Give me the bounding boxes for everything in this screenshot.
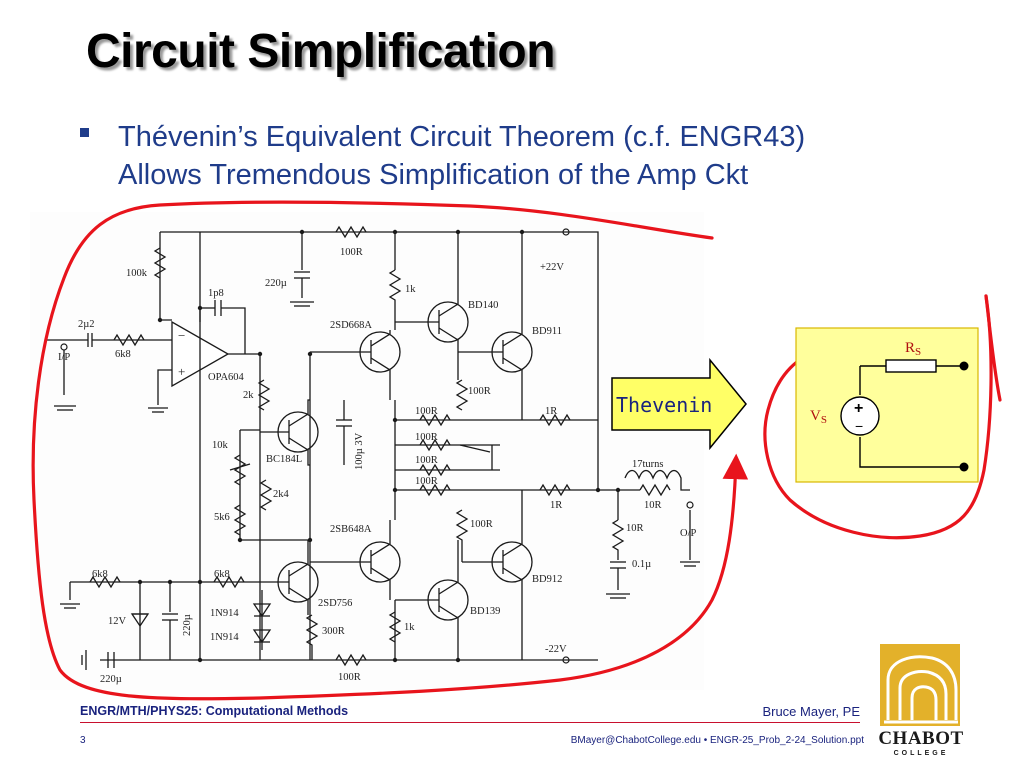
- label-bd139: BD139: [470, 606, 500, 617]
- label-2u2: 2µ2: [78, 319, 95, 330]
- label-6k8-in: 6k8: [115, 349, 131, 360]
- label-2sb648a: 2SB648A: [330, 524, 372, 535]
- label-300r: 300R: [322, 626, 345, 637]
- terminal-a: [959, 361, 969, 371]
- label-vplus: +22V: [540, 262, 564, 273]
- label-100r-low: 100R: [470, 519, 493, 530]
- logo-subtitle: COLLEGE: [893, 750, 949, 757]
- thevenin-tail: [984, 294, 1002, 402]
- label-vminus: -22V: [545, 644, 567, 655]
- amp-circuit-outline: [31, 200, 749, 701]
- logo-wordmark: CHABOT: [878, 728, 964, 749]
- label-100r-d: 100R: [415, 476, 438, 487]
- label-100r-b: 100R: [415, 432, 438, 443]
- label-100u: 100µ 3V: [354, 432, 365, 470]
- label-100r-bottom: 100R: [338, 672, 361, 683]
- amplifier-schematic: 100k 220µ 100R +22V 1k BD140 1p8 2SD668A…: [30, 212, 704, 690]
- label-opa604: OPA604: [208, 372, 245, 383]
- slide-title: Circuit Simplification: [86, 25, 556, 78]
- label-01u: 0.1µ: [632, 559, 651, 570]
- label-2k: 2k: [243, 390, 254, 401]
- footer-course: ENGR/MTH/PHYS25: Computational Methods: [80, 704, 349, 718]
- thevenin-equivalent-circuit: RS VS + −: [795, 327, 979, 483]
- footer-file: BMayer@ChabotCollege.edu • ENGR-25_Prob_…: [570, 735, 864, 746]
- bullet-line-2: Allows Tremendous Simplification of the …: [118, 159, 749, 191]
- square-bullet-icon: [80, 128, 89, 137]
- label-100r-top: 100R: [340, 247, 363, 258]
- label-2k4: 2k4: [273, 489, 290, 500]
- vs-label: VS: [810, 408, 827, 426]
- label-op: O/P: [680, 528, 697, 539]
- terminal-b: [959, 462, 969, 472]
- label-1n914-b: 1N914: [210, 632, 239, 643]
- vs-minus-label: −: [855, 418, 863, 434]
- label-2sd756: 2SD756: [318, 598, 352, 609]
- label-5k6: 5k6: [214, 512, 230, 523]
- opamp-plus-label: +: [178, 364, 185, 379]
- label-2sd668a: 2SD668A: [330, 320, 372, 331]
- opamp-minus-label: −: [178, 328, 185, 343]
- label-10r: 10R: [626, 523, 644, 534]
- red-annotation: [31, 200, 1002, 701]
- label-100r-mid: 100R: [468, 386, 491, 397]
- page-number: 3: [80, 735, 86, 746]
- label-bd140: BD140: [468, 300, 498, 311]
- thevenin-arrow: Thevenin: [611, 357, 747, 451]
- label-100r-a: 100R: [415, 406, 438, 417]
- label-6k8-b: 6k8: [214, 569, 230, 580]
- label-bc184l: BC184L: [266, 454, 302, 465]
- footer-author: Bruce Mayer, PE: [762, 704, 860, 719]
- label-17turns: 17turns: [632, 459, 664, 470]
- rs-label: RS: [905, 340, 921, 358]
- label-220u-mid: 220µ: [182, 614, 193, 636]
- label-1k-top: 1k: [405, 284, 416, 295]
- label-6k8-a: 6k8: [92, 569, 108, 580]
- thevenin-arrow-label: Thevenin: [616, 393, 712, 417]
- footer-divider: [80, 722, 860, 723]
- label-100r-c: 100R: [415, 455, 438, 466]
- label-1r-bot: 1R: [550, 500, 562, 511]
- thevenin-outline: [763, 294, 993, 540]
- bullet-text: Thévenin’s Equivalent Circuit Theorem (c…: [118, 118, 978, 194]
- label-220u-bot: 220µ: [100, 674, 122, 685]
- label-12v: 12V: [108, 616, 127, 627]
- label-220u-top: 220µ: [265, 278, 287, 289]
- label-ip: I/P: [58, 352, 70, 363]
- label-1p8: 1p8: [208, 288, 224, 299]
- label-1n914-a: 1N914: [210, 608, 239, 619]
- label-10r-coil: 10R: [644, 500, 662, 511]
- label-1r-top: 1R: [545, 406, 557, 417]
- label-1k-bot: 1k: [404, 622, 415, 633]
- label-bd911: BD911: [532, 326, 562, 337]
- label-100k: 100k: [126, 268, 148, 279]
- vs-plus-label: +: [854, 400, 863, 417]
- label-bd912: BD912: [532, 574, 562, 585]
- bullet-line-1: Thévenin’s Equivalent Circuit Theorem (c…: [118, 121, 806, 153]
- label-10k: 10k: [212, 440, 229, 451]
- building-arch-icon: [880, 644, 960, 726]
